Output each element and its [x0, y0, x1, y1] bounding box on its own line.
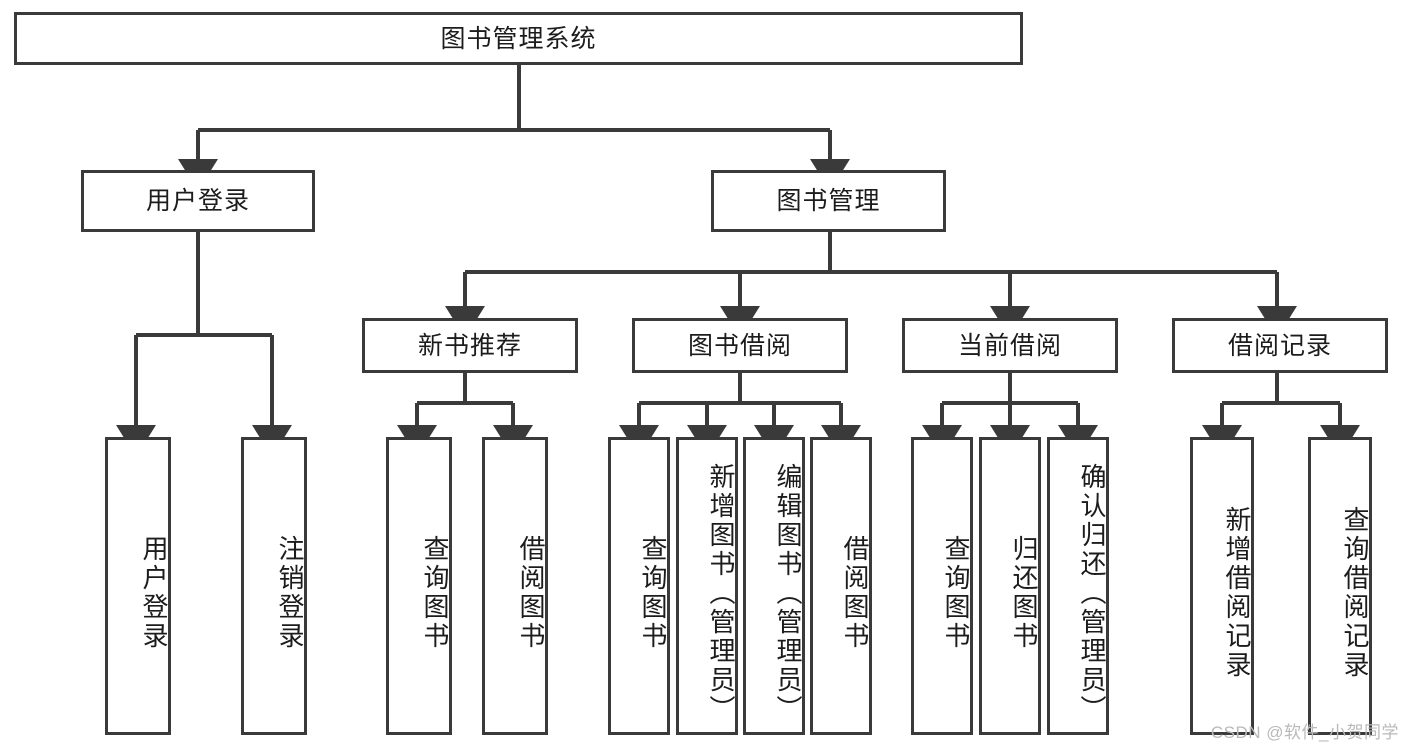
leaf-return-book-label: 归还图书	[1009, 535, 1039, 651]
leaf-confirm-return-label: 确认归还（管理员）	[1077, 462, 1107, 724]
leaf-query-book-1-label: 查询图书	[420, 535, 450, 651]
node-book-borrow[interactable]: 图书借阅	[632, 318, 848, 373]
node-book-management-label: 图书管理	[776, 187, 881, 215]
leaf-borrow-book-2[interactable]: 借阅图书	[810, 437, 872, 735]
leaf-borrow-book-1[interactable]: 借阅图书	[482, 437, 548, 735]
leaf-query-book-2[interactable]: 查询图书	[608, 437, 670, 735]
leaf-borrow-book-1-label: 借阅图书	[516, 535, 546, 651]
node-new-book-recommend-label: 新书推荐	[417, 331, 522, 360]
leaf-add-book-label: 新增图书（管理员）	[706, 462, 736, 724]
leaf-query-book-3-label: 查询图书	[941, 535, 971, 651]
leaf-logout-login[interactable]: 注销登录	[241, 437, 307, 735]
leaf-borrow-book-2-label: 借阅图书	[840, 535, 870, 651]
leaf-add-borrow-record[interactable]: 新增借阅记录	[1190, 437, 1254, 735]
watermark: CSDN @软件_小贺同学	[1210, 723, 1399, 742]
leaf-query-book-3[interactable]: 查询图书	[911, 437, 973, 735]
node-user-login[interactable]: 用户登录	[81, 170, 315, 232]
node-book-borrow-label: 图书借阅	[687, 331, 792, 360]
leaf-logout-login-label: 注销登录	[275, 535, 305, 651]
leaf-query-book-1[interactable]: 查询图书	[386, 437, 452, 735]
leaf-query-borrow-record-label: 查询借阅记录	[1340, 506, 1370, 680]
leaf-add-borrow-record-label: 新增借阅记录	[1222, 506, 1252, 680]
leaf-user-login[interactable]: 用户登录	[105, 437, 171, 735]
leaf-query-borrow-record[interactable]: 查询借阅记录	[1308, 437, 1372, 735]
leaf-edit-book[interactable]: 编辑图书（管理员）	[743, 437, 805, 735]
leaf-user-login-label: 用户登录	[139, 535, 169, 651]
node-new-book-recommend[interactable]: 新书推荐	[362, 318, 578, 373]
node-borrow-record-label: 借阅记录	[1227, 331, 1332, 360]
node-user-login-label: 用户登录	[145, 187, 250, 215]
leaf-query-book-2-label: 查询图书	[638, 535, 668, 651]
leaf-confirm-return[interactable]: 确认归还（管理员）	[1047, 437, 1109, 735]
node-root[interactable]: 图书管理系统	[14, 12, 1023, 65]
node-borrow-record[interactable]: 借阅记录	[1172, 318, 1388, 373]
node-current-borrow-label: 当前借阅	[957, 331, 1062, 360]
leaf-add-book[interactable]: 新增图书（管理员）	[676, 437, 738, 735]
node-root-label: 图书管理系统	[440, 24, 597, 53]
leaf-edit-book-label: 编辑图书（管理员）	[773, 462, 803, 724]
node-book-management[interactable]: 图书管理	[711, 170, 946, 232]
node-current-borrow[interactable]: 当前借阅	[902, 318, 1118, 373]
leaf-return-book[interactable]: 归还图书	[979, 437, 1041, 735]
